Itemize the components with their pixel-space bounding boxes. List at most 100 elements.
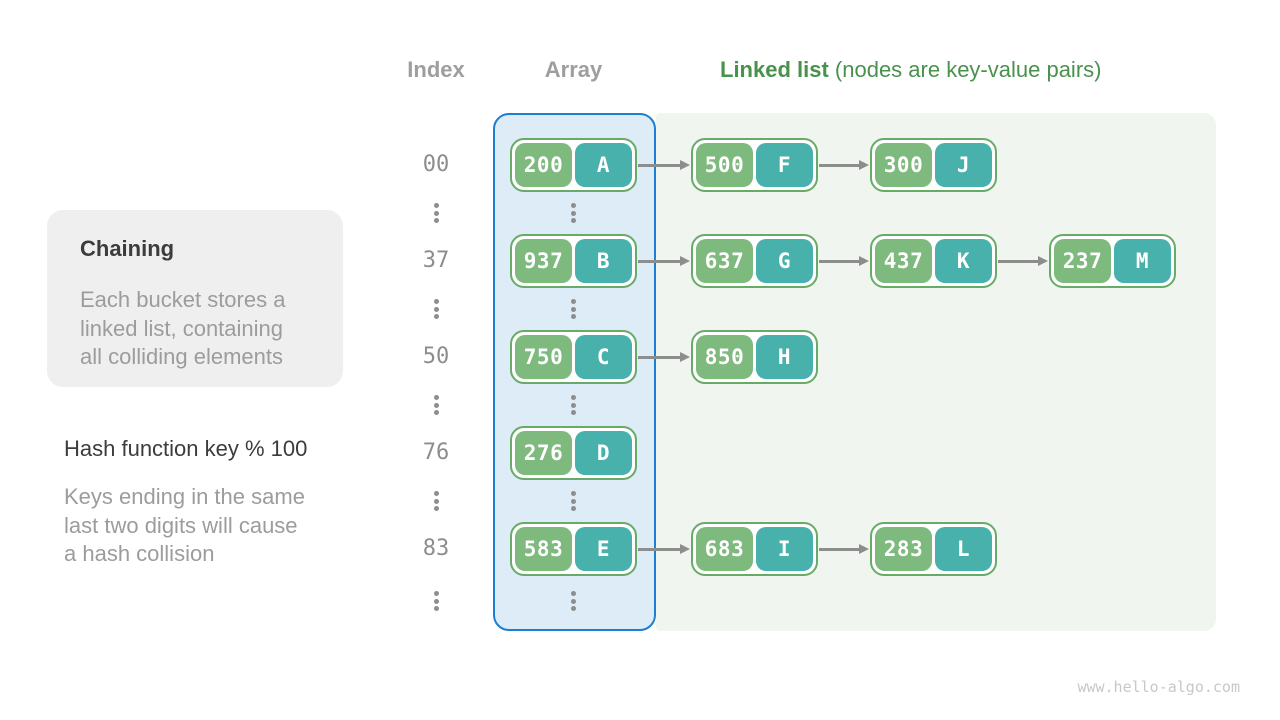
node-value-cell: C xyxy=(575,335,632,379)
ellipsis-dot xyxy=(433,591,439,596)
node-value-cell: I xyxy=(756,527,813,571)
chaining-card-text-line: all colliding elements xyxy=(80,344,283,369)
node-key-cell: 750 xyxy=(515,335,572,379)
node-key-cell: 850 xyxy=(696,335,753,379)
node-value-cell: F xyxy=(756,143,813,187)
ellipsis-dot xyxy=(570,506,576,511)
node-key-cell: 276 xyxy=(515,431,572,475)
ellipsis-dot xyxy=(433,491,439,496)
node-key-cell: 683 xyxy=(696,527,753,571)
node-key-cell: 300 xyxy=(875,143,932,187)
ellipsis-dot xyxy=(433,306,439,312)
hash-note-text-line: a hash collision xyxy=(64,541,215,566)
ellipsis-dot xyxy=(570,498,576,504)
ellipsis-dots-icon xyxy=(433,203,439,223)
chaining-info-card: Chaining Each bucket stores a linked lis… xyxy=(47,210,343,387)
ellipsis-dot xyxy=(570,395,576,400)
node-value-cell: G xyxy=(756,239,813,283)
ellipsis-dot xyxy=(570,591,576,596)
ellipsis-dot xyxy=(570,606,576,611)
ellipsis-dot xyxy=(433,314,439,319)
node-value-cell: L xyxy=(935,527,992,571)
next-pointer-arrow-icon xyxy=(638,259,680,263)
node-key-cell: 583 xyxy=(515,527,572,571)
ellipsis-dots-icon xyxy=(570,491,576,511)
ellipsis-dot xyxy=(570,306,576,312)
ellipsis-dots-icon xyxy=(570,591,576,611)
ellipsis-dot xyxy=(433,218,439,223)
array-column-header: Array xyxy=(544,57,603,82)
bucket-index-label: 37 xyxy=(422,248,450,273)
next-pointer-arrow-icon xyxy=(819,163,859,167)
ellipsis-dot xyxy=(570,402,576,408)
node-value-cell: D xyxy=(575,431,632,475)
ellipsis-dot xyxy=(570,210,576,216)
bucket-index-label: 83 xyxy=(422,536,450,561)
watermark: www.hello-algo.com xyxy=(1077,678,1240,696)
next-pointer-arrow-icon xyxy=(638,355,680,359)
linked-list-header-note: (nodes are key-value pairs) xyxy=(828,57,1102,82)
chaining-card-text-line: Each bucket stores a xyxy=(80,287,286,312)
linked-list-header-bold: Linked list xyxy=(720,57,829,82)
hash-function-title: Hash function key % 100 xyxy=(64,436,308,461)
node-value-cell: M xyxy=(1114,239,1171,283)
ellipsis-dot xyxy=(433,402,439,408)
bucket-index-label: 50 xyxy=(422,344,450,369)
next-pointer-arrow-icon xyxy=(998,259,1038,263)
linked-list-column-header: Linked list (nodes are key-value pairs) xyxy=(720,57,1101,83)
ellipsis-dot xyxy=(570,314,576,319)
node-key-cell: 437 xyxy=(875,239,932,283)
chaining-card-title: Chaining xyxy=(80,236,175,261)
ellipsis-dot xyxy=(433,410,439,415)
ellipsis-dots-icon xyxy=(433,395,439,415)
ellipsis-dot xyxy=(433,606,439,611)
ellipsis-dot xyxy=(433,210,439,216)
node-key-cell: 237 xyxy=(1054,239,1111,283)
ellipsis-dots-icon xyxy=(433,591,439,611)
ellipsis-dot xyxy=(570,598,576,604)
ellipsis-dot xyxy=(570,203,576,208)
ellipsis-dot xyxy=(570,491,576,496)
ellipsis-dot xyxy=(433,395,439,400)
ellipsis-dot xyxy=(433,598,439,604)
chaining-card-text-line: linked list, containing xyxy=(80,315,284,341)
bucket-index-label: 76 xyxy=(422,440,450,465)
ellipsis-dot xyxy=(570,299,576,304)
node-value-cell: J xyxy=(935,143,992,187)
ellipsis-dots-icon xyxy=(570,299,576,319)
hash-note-text-line: last two digits will cause xyxy=(64,512,298,538)
ellipsis-dots-icon xyxy=(433,491,439,511)
next-pointer-arrow-icon xyxy=(638,163,680,167)
node-key-cell: 500 xyxy=(696,143,753,187)
node-key-cell: 283 xyxy=(875,527,932,571)
ellipsis-dot xyxy=(570,218,576,223)
next-pointer-arrow-icon xyxy=(638,547,680,551)
ellipsis-dot xyxy=(570,410,576,415)
node-key-cell: 200 xyxy=(515,143,572,187)
ellipsis-dots-icon xyxy=(570,395,576,415)
node-value-cell: B xyxy=(575,239,632,283)
next-pointer-arrow-icon xyxy=(819,259,859,263)
node-value-cell: H xyxy=(756,335,813,379)
bucket-index-label: 00 xyxy=(422,152,450,177)
node-value-cell: K xyxy=(935,239,992,283)
ellipsis-dot xyxy=(433,506,439,511)
node-value-cell: A xyxy=(575,143,632,187)
ellipsis-dots-icon xyxy=(570,203,576,223)
next-pointer-arrow-icon xyxy=(819,547,859,551)
node-value-cell: E xyxy=(575,527,632,571)
hash-note-text-line: Keys ending in the same xyxy=(64,484,305,509)
